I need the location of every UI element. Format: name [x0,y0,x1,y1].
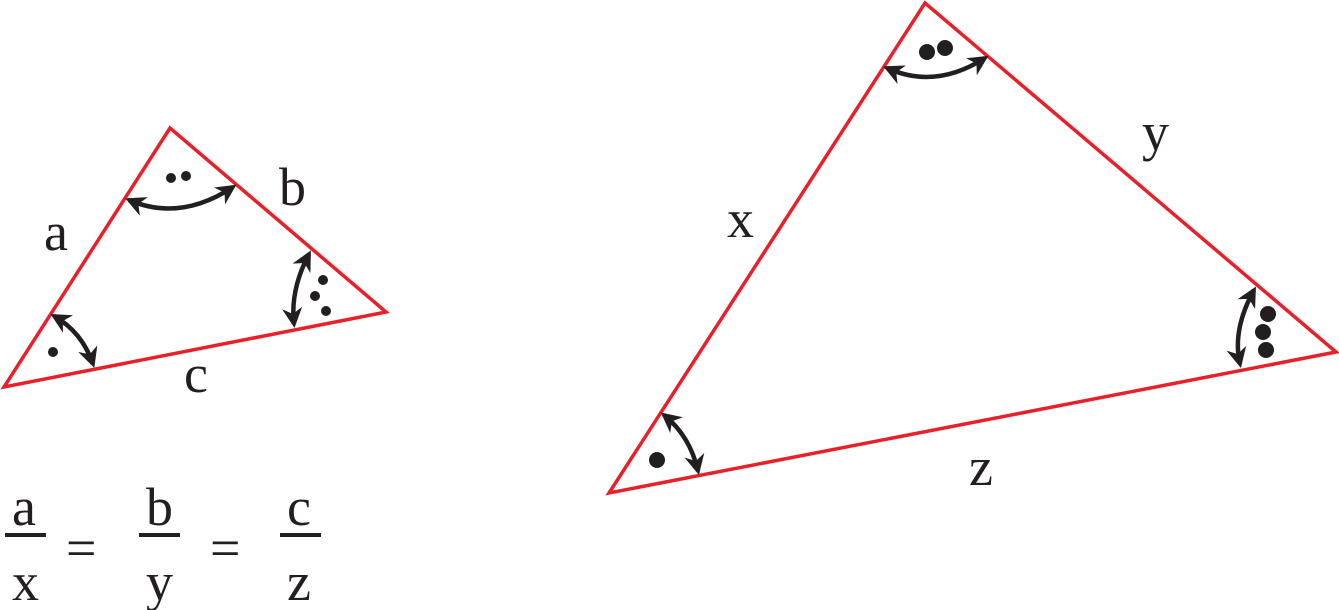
equals-sign: = [66,518,96,578]
fraction-numerator: b [146,477,173,537]
small-triangle: a b c [0,125,390,404]
fraction-denominator: z [287,552,311,610]
equals-sign: = [210,518,240,578]
side-label-b: b [279,157,306,217]
fraction-numerator: a [12,477,36,537]
proportion-equation: a x = b y = c z [5,477,321,610]
angle-arc-2 [883,55,989,84]
angle-arc-2 [125,184,237,216]
side-label-x: x [727,189,754,249]
angle-arc-1 [660,412,705,475]
side-label-y: y [1142,102,1169,162]
angle-mark-dot [1255,324,1271,340]
small-triangle-outline [0,125,390,390]
angle-mark-dot [318,275,328,285]
angle-mark-dot [181,171,191,181]
angle-mark-dot [48,347,58,357]
angle-mark-dot [1258,342,1274,358]
large-triangle-outline [605,0,1339,496]
fraction-denominator: y [146,552,173,610]
side-label-c: c [184,344,208,404]
side-label-a: a [44,202,68,262]
angle-mark-dot [321,306,331,316]
fraction-numerator: c [287,477,311,537]
angle-mark-dot [1260,306,1276,322]
side-label-z: z [969,437,993,497]
angle-mark-dot [166,173,176,183]
fraction-denominator: x [12,552,39,610]
angle-mark-dot [937,40,953,56]
angle-mark-dot [310,291,320,301]
angle-arc-3 [1226,286,1256,368]
angle-arc-3 [282,250,311,329]
angle-arc-1 [50,313,98,368]
angle-mark-dot [919,44,935,60]
angle-mark-dot [649,452,665,468]
large-triangle: x y z [605,0,1339,497]
